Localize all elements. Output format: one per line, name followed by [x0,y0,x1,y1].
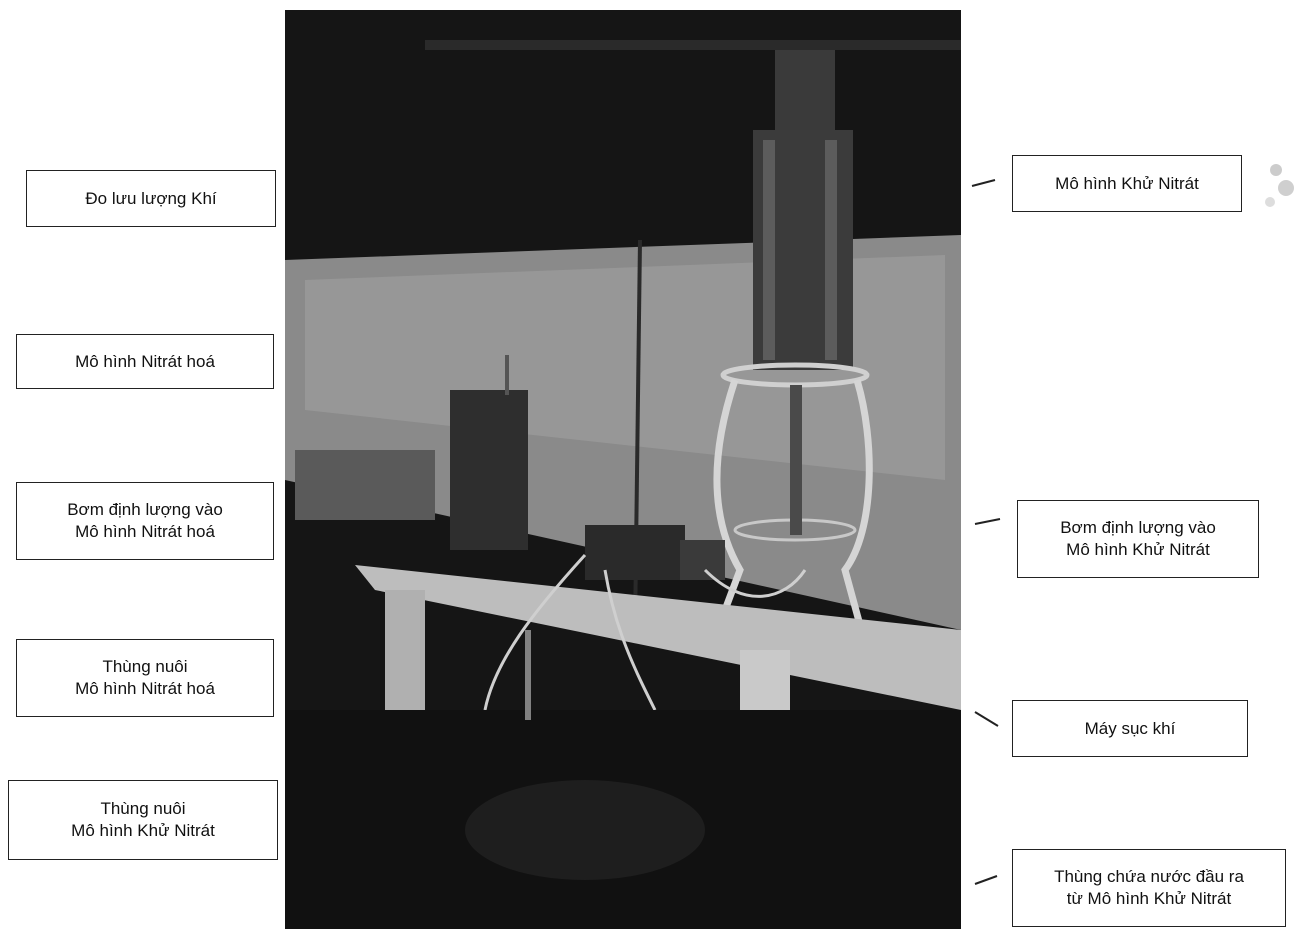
ceiling-pipe [425,40,961,50]
stand-stem [790,385,802,535]
ceiling-fixture [775,50,835,140]
label-thung-nuoi-nitrat-hoa: Thùng nuôi Mô hình Nitrát hoá [16,639,274,717]
label-thung-chua-nuoc-dau-ra: Thùng chứa nước đầu ra từ Mô hình Khử Ni… [1012,849,1286,927]
leader-mo-hinh-khu-nitrat [971,179,996,187]
dosing-pump [585,525,685,580]
tank-silhouette [465,780,705,880]
stand-leg-left [713,378,744,612]
denitrification-column-edge [763,140,775,360]
label-mo-hinh-nitrat-hoa: Mô hình Nitrát hoá [16,334,274,389]
tube-3 [703,568,807,598]
label-mo-hinh-khu-nitrat: Mô hình Khử Nitrát [1012,155,1242,212]
nitrification-pipe [505,355,509,395]
left-counter [295,450,435,520]
label-bom-dinh-luong-khu-nitrat: Bơm định lượng vào Mô hình Khử Nitrát [1017,500,1259,578]
lab-setup-photo-svg [285,10,961,929]
leader-thung-chua [974,875,998,885]
tube-1 [483,553,587,711]
label-bom-dinh-luong-nitrat-hoa: Bơm định lượng vào Mô hình Nitrát hoá [16,482,274,560]
denitrification-column-edge-right [825,140,837,360]
nitrification-reactor [450,390,528,550]
label-do-luu-luong-khi: Đo lưu lượng Khí [26,170,276,227]
scan-speckle [1265,164,1294,207]
air-pump [680,540,725,580]
leader-bom-khu-nitrat [974,518,1001,525]
tube-2 [603,569,657,711]
hanging-tube [525,630,531,720]
label-thung-nuoi-khu-nitrat: Thùng nuôi Mô hình Khử Nitrát [8,780,278,860]
leader-may-suc-khi [974,711,999,727]
table-top [355,565,961,710]
stand-leg-right [841,378,873,626]
label-may-suc-khi: Máy sục khí [1012,700,1248,757]
lab-setup-photo [285,10,961,929]
